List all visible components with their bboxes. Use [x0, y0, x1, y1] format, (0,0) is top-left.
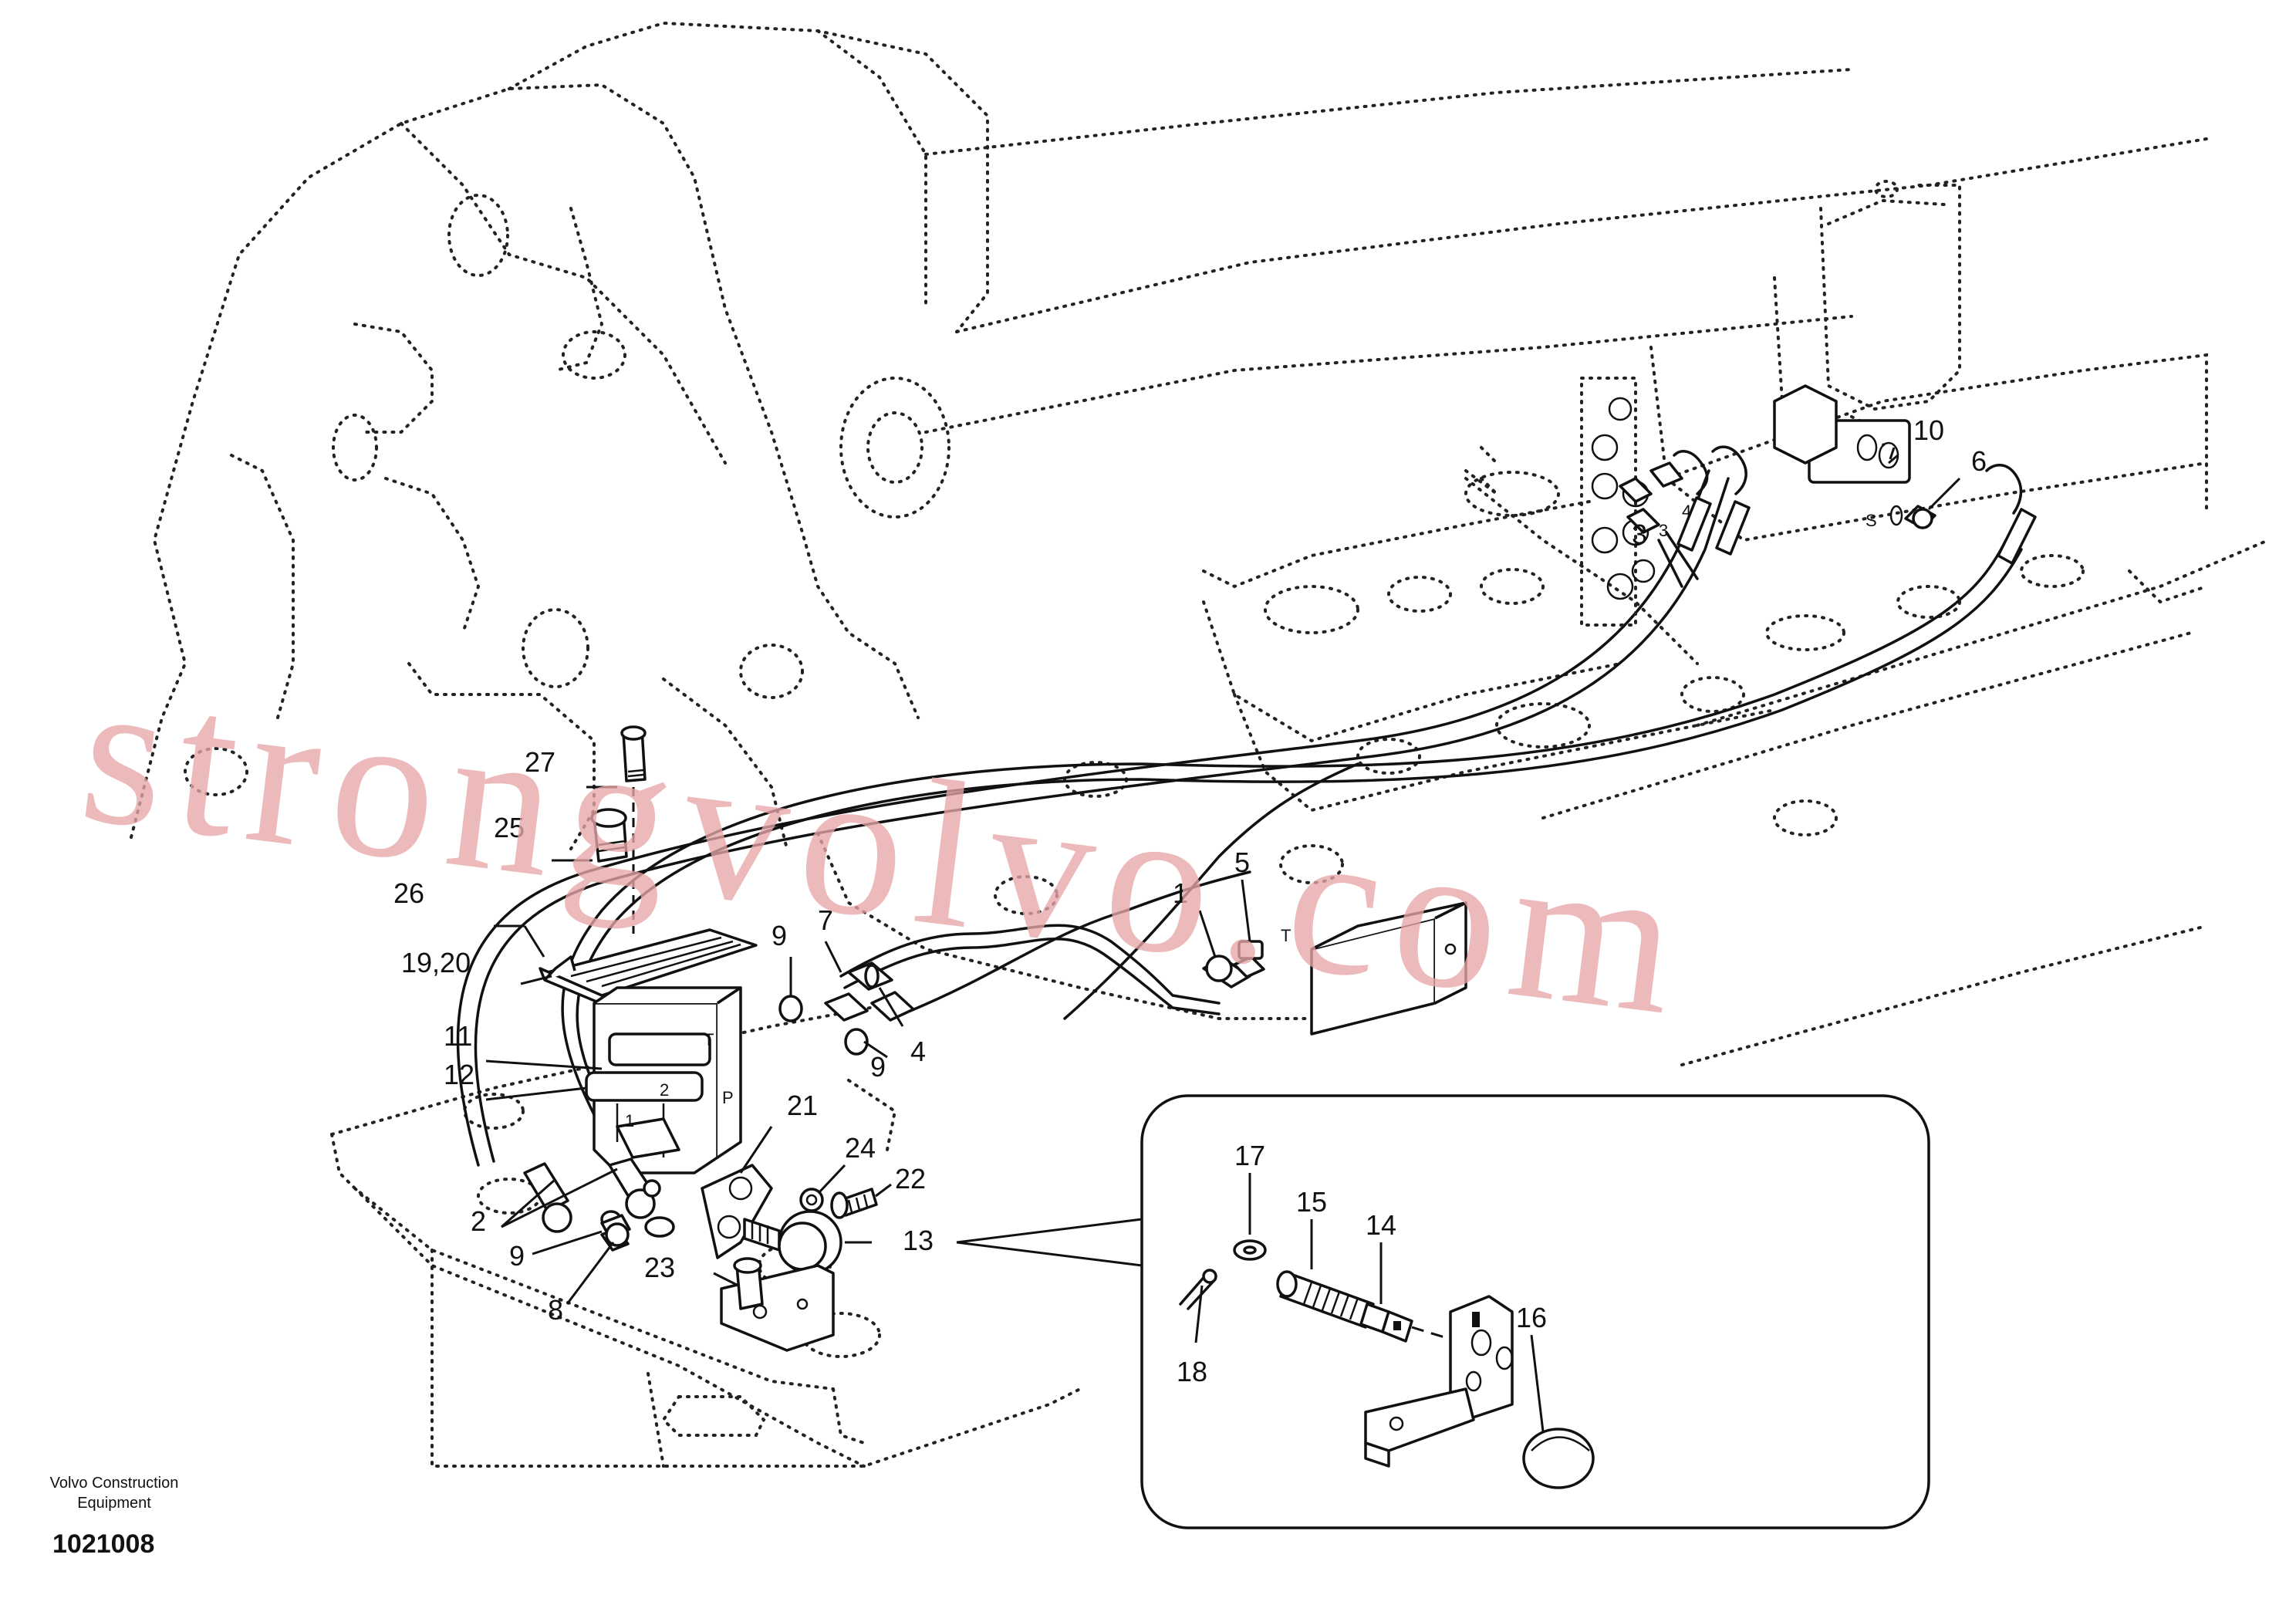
callout-21: 21: [787, 1090, 818, 1121]
manifold-fittings: [1580, 377, 2037, 627]
callout-19-20: 19,20: [401, 947, 471, 978]
port-label-s: S: [1866, 511, 1877, 530]
callout-16: 16: [1516, 1302, 1547, 1333]
callout-25: 25: [494, 812, 525, 843]
callout-5: 5: [1234, 846, 1250, 878]
drawing-footer: Volvo Construction Equipment 1021008: [50, 1475, 179, 1559]
port-label-2: 2: [660, 1080, 669, 1100]
callout-15: 15: [1296, 1186, 1327, 1218]
callout-9-left: 9: [509, 1240, 525, 1272]
callout-9-mid: 9: [772, 920, 787, 951]
leader-lines: [485, 443, 1961, 1432]
callout-14: 14: [1366, 1209, 1396, 1241]
callout-2: 2: [471, 1205, 486, 1237]
port-label-1: 1: [625, 1111, 634, 1130]
company-name-line1: Volvo Construction: [50, 1475, 179, 1492]
callout-11: 11: [444, 1020, 472, 1052]
callout-6: 6: [1971, 445, 1987, 477]
callout-26: 26: [393, 877, 424, 909]
callout-22: 22: [895, 1163, 926, 1195]
callout-23: 23: [644, 1252, 675, 1283]
callout-3: 3: [1632, 519, 1647, 550]
hydraulic-hoses: [456, 469, 2023, 1167]
callout-24: 24: [845, 1132, 876, 1164]
drawing-number: 1021008: [52, 1529, 154, 1559]
company-name-line2: Equipment: [77, 1495, 151, 1512]
middle-fittings: [1202, 901, 1467, 1036]
callout-labels: 27 25 26 19,20 11 12 2 9 8 23 13 22 24 2…: [393, 414, 1987, 1387]
pedal-valve-assembly: [523, 725, 915, 1352]
callout-13: 13: [903, 1225, 934, 1256]
callout-8: 8: [548, 1294, 563, 1326]
callout-12: 12: [444, 1059, 474, 1090]
callout-4: 4: [910, 1036, 926, 1067]
callout-27: 27: [525, 746, 555, 778]
port-label-p: P: [722, 1088, 734, 1107]
callout-17: 17: [1234, 1140, 1265, 1171]
port-labels: T P 1 2 T S 4 3: [625, 502, 1877, 1130]
callout-7: 7: [818, 904, 833, 936]
port-label-3: 3: [1659, 521, 1668, 540]
port-label-4: 4: [1682, 502, 1691, 521]
detail-inset: [956, 1094, 1930, 1529]
callout-10: 10: [1913, 414, 1944, 446]
port-label-t-valve: T: [704, 1030, 714, 1049]
callout-18: 18: [1177, 1356, 1207, 1387]
callout-1: 1: [1173, 877, 1188, 909]
machine-frame-outline: [130, 21, 2270, 1468]
callout-9-right: 9: [870, 1051, 886, 1083]
port-label-t-right: T: [1281, 926, 1291, 945]
